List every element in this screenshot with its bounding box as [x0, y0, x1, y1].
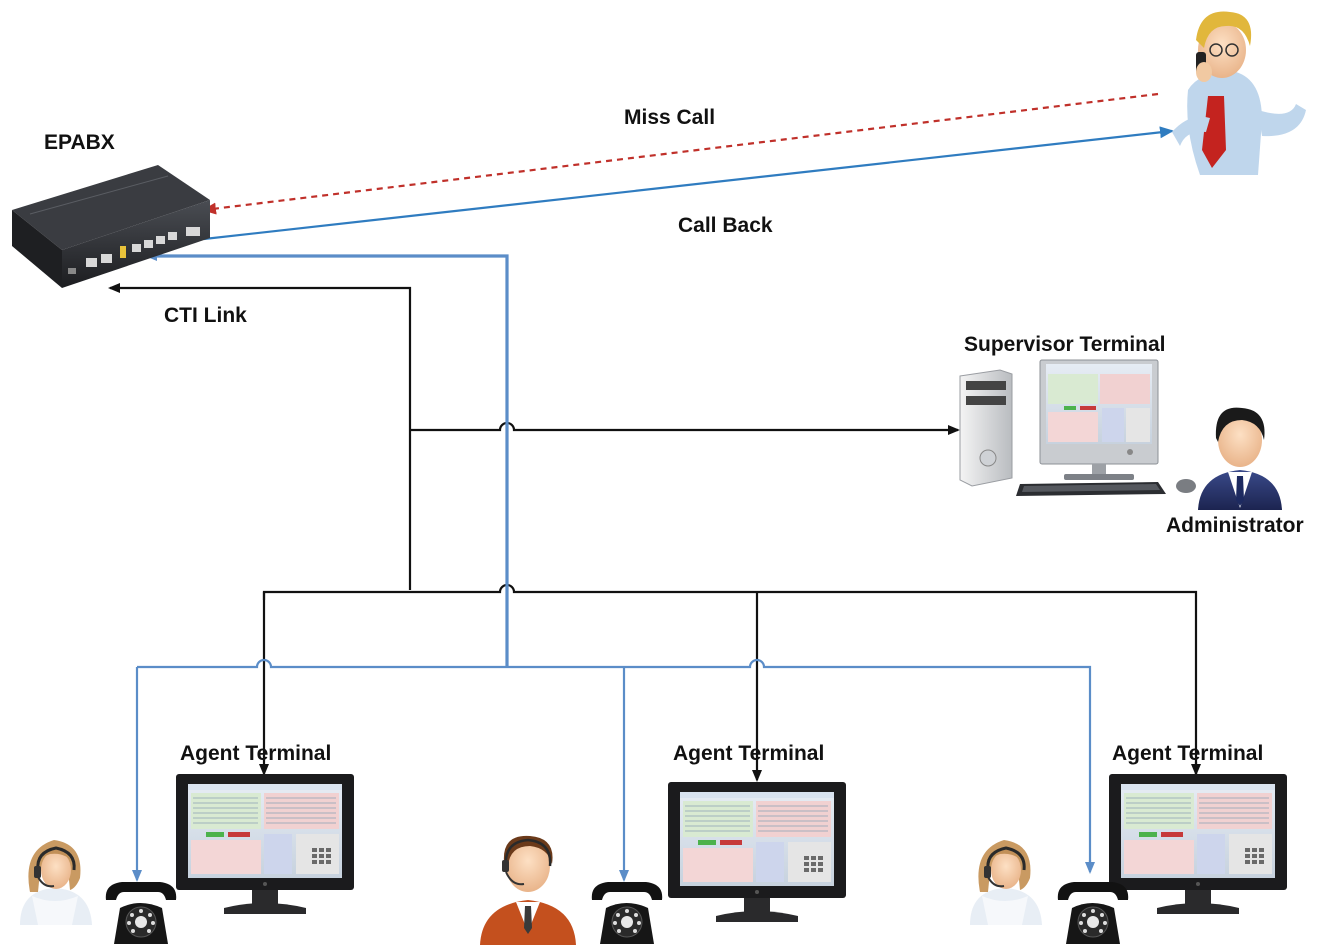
agent-monitor-1 [175, 773, 355, 915]
administrator-icon [1198, 407, 1282, 510]
tower-pc-icon [959, 369, 1013, 487]
voice-trunk-lines [132, 251, 1095, 882]
cti-link-label: CTI Link [164, 304, 247, 327]
call-back-arrow [203, 126, 1174, 241]
male-agent-icon [480, 835, 576, 945]
agent-monitor-3 [1108, 773, 1288, 915]
call-back-label: Call Back [678, 214, 773, 237]
keyboard-icon [1016, 482, 1166, 496]
supervisor-monitor-icon [1039, 359, 1159, 480]
caller-person-icon [1172, 11, 1306, 175]
cti-link-lines [108, 283, 1201, 782]
supervisor-terminal-label: Supervisor Terminal [964, 333, 1166, 356]
epabx-device-icon [12, 165, 210, 288]
agent-terminal-label-1: Agent Terminal [180, 742, 332, 765]
telephone-icon-3 [1057, 881, 1129, 945]
mouse-icon [1176, 479, 1196, 493]
agent-terminal-label-2: Agent Terminal [673, 742, 825, 765]
telephone-icon-1 [105, 881, 177, 945]
agent-terminal-label-3: Agent Terminal [1112, 742, 1264, 765]
epabx-label: EPABX [44, 131, 115, 154]
agent-monitor-2 [667, 781, 847, 923]
telephone-icon-2 [591, 881, 663, 945]
administrator-label: Administrator [1166, 514, 1304, 537]
female-agent-icon-3 [968, 838, 1044, 927]
miss-call-label: Miss Call [624, 106, 716, 129]
female-agent-icon-1 [18, 838, 94, 927]
